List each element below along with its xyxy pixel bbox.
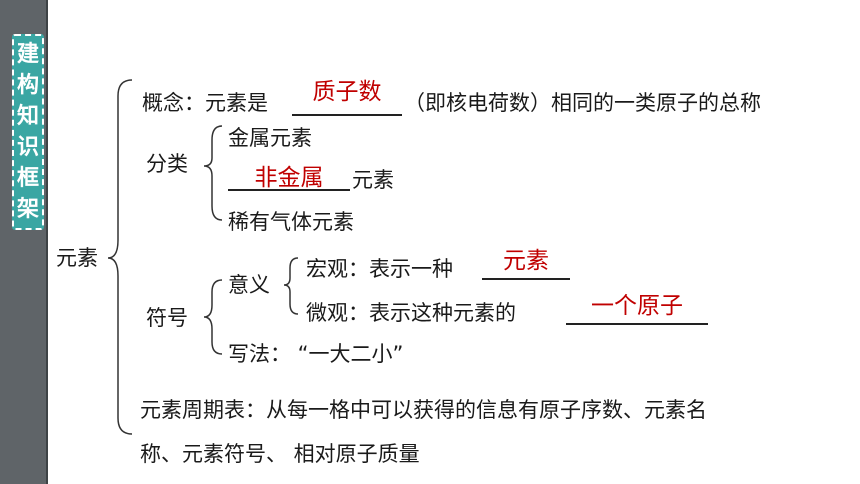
tab-char: 架 (16, 197, 39, 222)
classification-label: 分类 (146, 152, 188, 176)
macro-answer: 元素 (503, 248, 549, 274)
tab-char: 框 (16, 166, 39, 191)
main-brace (107, 79, 133, 435)
micro-blank (566, 323, 708, 325)
macro-blank (482, 278, 570, 280)
concept-prefix: 概念：元素是 (142, 91, 268, 115)
root-label: 元素 (56, 246, 98, 270)
periodic-table-line2: 称、元素符号、 相对原子质量 (140, 442, 420, 466)
tab-char: 构 (16, 73, 39, 98)
nonmetal-answer: 非金属 (254, 165, 324, 191)
macro-prefix: 宏观：表示一种 (306, 257, 453, 281)
micro-prefix: 微观：表示这种元素的 (306, 301, 516, 325)
tab-char: 知 (16, 104, 39, 129)
micro-answer: 一个原子 (591, 293, 683, 319)
concept-blank (292, 114, 402, 116)
tab-char: 建 (16, 42, 39, 67)
tab-char: 识 (16, 135, 39, 160)
classification-brace (203, 125, 223, 221)
noble-gas-element: 稀有气体元素 (228, 210, 354, 234)
sidebar-divider (46, 0, 48, 484)
symbol-brace (203, 279, 223, 355)
meaning-brace (283, 257, 299, 315)
writing-rule: 写法： “一大二小” (228, 342, 404, 366)
symbol-label: 符号 (146, 306, 188, 330)
concept-answer: 质子数 (312, 79, 382, 105)
nonmetal-blank (228, 189, 350, 191)
section-tab: 建 构 知 识 框 架 (12, 34, 44, 230)
metal-element: 金属元素 (228, 126, 312, 150)
meaning-label: 意义 (228, 273, 270, 297)
periodic-table-line1: 元素周期表：从每一格中可以获得的信息有原子序数、元素名 (140, 398, 707, 422)
nonmetal-suffix: 元素 (352, 168, 394, 192)
concept-suffix: （即核电荷数）相同的一类原子的总称 (404, 91, 761, 115)
